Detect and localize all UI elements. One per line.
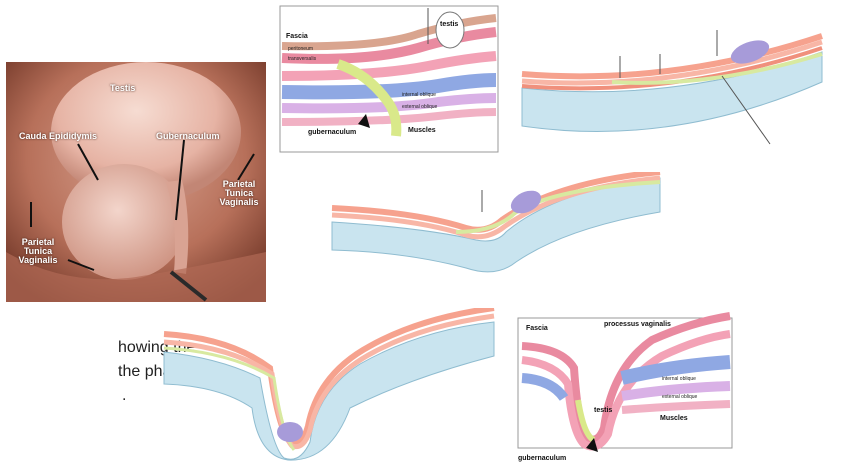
label-muscles-top: Muscles [408, 127, 436, 134]
small-label-2: transversalis [288, 56, 317, 62]
label-fascia: Fascia [286, 33, 308, 40]
dissection-photo: Testis Cauda Epididymis Gubernaculum Par… [6, 62, 266, 302]
small-label-late-1: internal oblique [662, 376, 696, 382]
testis-stage-3 [277, 422, 303, 442]
label-cauda-epididymis: Cauda Epididymis [10, 132, 106, 141]
small-label-1: peritoneum [288, 46, 313, 52]
label-testis-late: testis [594, 407, 612, 414]
label-gubernaculum-top: gubernaculum [308, 129, 356, 136]
label-testis: Testis [110, 84, 135, 93]
label-parietal-left: Parietal Tunica Vaginalis [10, 238, 66, 265]
label-gubernaculum: Gubernaculum [156, 132, 220, 141]
label-processus-vaginalis: processus vaginalis [604, 321, 671, 328]
small-label-4: external oblique [402, 104, 438, 110]
label-testis-top: testis [440, 21, 458, 28]
small-label-3: internal oblique [402, 92, 436, 98]
diagram-stage-3 [160, 308, 500, 462]
label-gubernaculum-late: gubernaculum [518, 455, 566, 462]
diagram-labeled-late: Fascia processus vaginalis testis Muscle… [512, 308, 738, 464]
testis-shape [436, 12, 464, 48]
diagram-stage-1 [512, 26, 832, 152]
diagram-stage-2 [326, 172, 666, 296]
label-muscles-late: Muscles [660, 415, 688, 422]
small-label-late-2: external oblique [662, 394, 698, 400]
label-parietal-right: Parietal Tunica Vaginalis [214, 180, 264, 207]
label-fascia-late: Fascia [526, 325, 548, 332]
diagram-labeled-early: Fascia testis gubernaculum Muscles perit… [278, 4, 500, 154]
